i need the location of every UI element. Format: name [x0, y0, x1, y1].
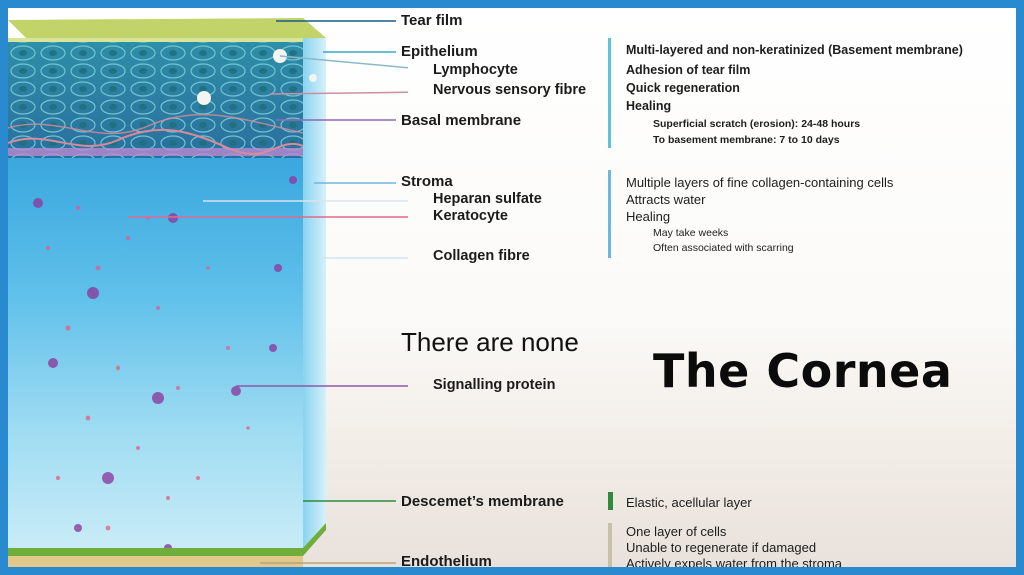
epithelium-desc-1: Multi-layered and non-keratinized (Basem…	[626, 43, 963, 57]
endothelium-desc-3: Actively expels water from the stroma	[626, 556, 842, 567]
cornea-block-illustration	[8, 8, 408, 567]
label-stroma: Stroma	[401, 173, 453, 190]
none-text: There are none	[401, 327, 579, 358]
stroma-desc-2: Attracts water	[626, 192, 705, 207]
diagram-title: The Cornea	[653, 344, 952, 398]
basal-membrane-band	[8, 148, 303, 156]
tear-film-edge	[8, 38, 303, 42]
label-nervous-sensory-fibre: Nervous sensory fibre	[433, 82, 586, 98]
stroma-desc-1: Multiple layers of fine collagen-contain…	[626, 175, 893, 190]
epithelium-bar	[608, 38, 611, 148]
epithelium-desc-2: Adhesion of tear film	[626, 63, 750, 77]
endothelium-bar	[608, 523, 612, 567]
label-keratocyte: Keratocyte	[433, 208, 508, 224]
epithelium-desc-5: Superficial scratch (erosion): 24-48 hou…	[653, 118, 860, 130]
label-tear-film: Tear film	[401, 12, 462, 29]
epithelium-desc-3: Quick regeneration	[626, 81, 740, 95]
stroma-desc-5: Often associated with scarring	[653, 242, 794, 254]
label-collagen-fibre: Collagen fibre	[433, 248, 530, 264]
descemet-bar	[608, 492, 613, 510]
block-side-face	[303, 18, 326, 548]
lymphocyte-cell-3	[309, 74, 317, 82]
epithelium-desc-6: To basement membrane: 7 to 10 days	[653, 134, 840, 146]
label-epithelium: Epithelium	[401, 43, 478, 60]
label-basal-membrane: Basal membrane	[401, 112, 521, 129]
endothelium-desc-1: One layer of cells	[626, 524, 726, 539]
descemet-desc-1: Elastic, acellular layer	[626, 495, 752, 510]
stroma-desc-4: May take weeks	[653, 227, 728, 239]
label-endothelium: Endothelium	[401, 553, 492, 567]
lymphocyte-cell-2	[197, 91, 211, 105]
diagram-frame: Tear film Epithelium Lymphocyte Nervous …	[8, 8, 1016, 567]
stroma-desc-3: Healing	[626, 209, 670, 224]
label-lymphocyte: Lymphocyte	[433, 62, 518, 78]
endothelium-desc-2: Unable to regenerate if damaged	[626, 540, 816, 555]
label-descemets-membrane: Descemet’s membrane	[401, 493, 564, 510]
endothelium-layer	[8, 556, 303, 567]
label-signalling-protein: Signalling protein	[433, 377, 555, 393]
stroma-bar	[608, 170, 611, 258]
label-heparan-sulfate: Heparan sulfate	[433, 191, 542, 207]
epithelium-desc-4: Healing	[626, 99, 671, 113]
